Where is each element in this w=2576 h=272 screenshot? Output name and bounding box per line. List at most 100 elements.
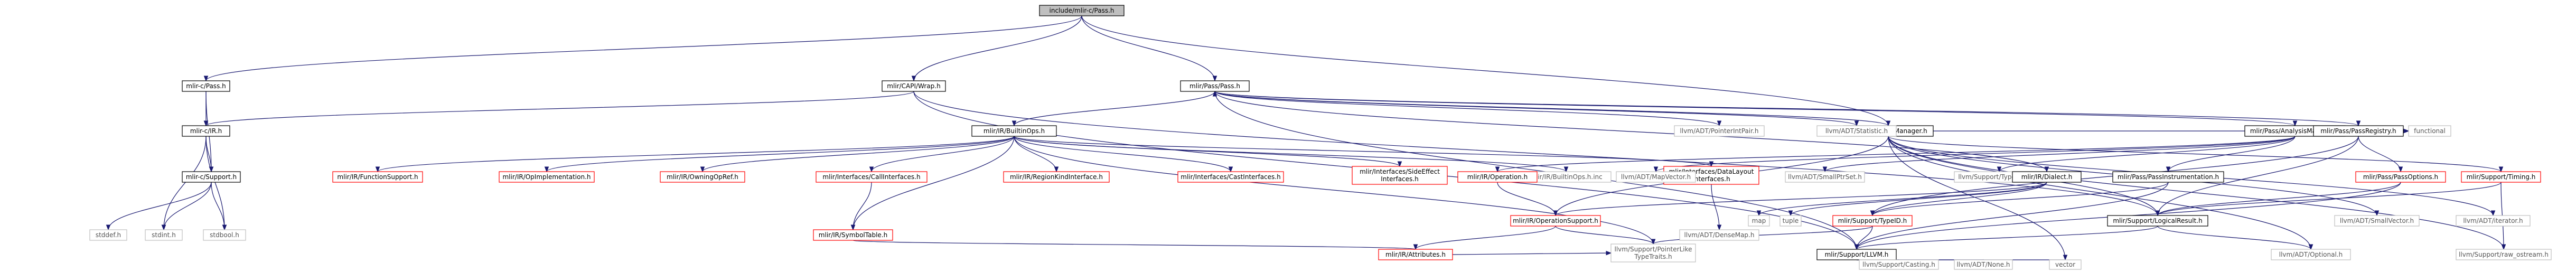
node-box: [1679, 229, 1759, 241]
edge-builtinops-to-castinterfaces: [1014, 136, 1233, 173]
node-c_ir[interactable]: mlir-c/IR.h: [182, 125, 230, 137]
node-stdbool: stdbool.h: [203, 229, 246, 241]
edge-builtinops-to-datalayout: [1014, 136, 1714, 167]
node-timing[interactable]: mlir/Support/Timing.h: [2461, 171, 2541, 183]
node-label: mlir/IR/BuiltinOps.h: [983, 127, 1045, 135]
node-logicalresult[interactable]: mlir/Support/LogicalResult.h: [2107, 215, 2208, 227]
node-capi_wrap[interactable]: mlir/CAPI/Wrap.h: [882, 80, 946, 92]
node-densemap: llvm/ADT/DenseMap.h: [1679, 229, 1759, 241]
node-box: [1457, 171, 1538, 183]
node-root[interactable]: include/mlir-c/Pass.h: [1039, 5, 1125, 16]
edge-typeid-to-ptrlike: [1651, 226, 1873, 245]
node-opimplementation[interactable]: mlir/IR/OpImplementation.h: [499, 171, 595, 183]
edges-layer: [106, 15, 2506, 265]
node-label: mlir/Pass/PassOptions.h: [2363, 173, 2438, 181]
node-box: [182, 171, 241, 183]
node-label: Interfaces.h: [1381, 175, 1418, 183]
node-label: mlir/Support/Timing.h: [2467, 173, 2536, 181]
node-symboltable[interactable]: mlir/IR/SymbolTable.h: [813, 229, 893, 241]
node-box: [2334, 215, 2420, 227]
node-functionsupport[interactable]: mlir/IR/FunctionSupport.h: [332, 171, 423, 183]
node-box: [1616, 171, 1696, 183]
node-label: llvm/ADT/Optional.h: [2279, 251, 2343, 258]
node-pointeriterator: llvm/ADT/PointerIntPair.h: [1674, 125, 1765, 137]
node-box: [1510, 215, 1601, 227]
node-pass_pass[interactable]: mlir/Pass/Pass.h: [1180, 80, 1250, 92]
edge-analysismanager-to-typename: [1997, 136, 2296, 173]
node-regionkind[interactable]: mlir/IR/RegionKindInterface.h: [1003, 171, 1110, 183]
node-box: [1378, 249, 1453, 260]
node-iterator: llvm/ADT/iterator.h: [2456, 215, 2531, 227]
edge-operation-to-opsupport: [1497, 182, 1558, 217]
edge-symboltable-to-attributes: [853, 240, 1418, 250]
node-label: llvm/Support/PointerLike: [1614, 246, 1692, 253]
node-castinterfaces[interactable]: mlir/Interfaces/CastInterfaces.h: [1177, 171, 1284, 183]
nodes-layer: include/mlir-c/Pass.h mlir-c/Pass.h mlir/C…: [89, 5, 2552, 270]
node-builtinops[interactable]: mlir/IR/BuiltinOps.h: [971, 125, 1057, 137]
node-llvm_h[interactable]: mlir/Support/LLVM.h: [1816, 249, 1897, 260]
node-box: [2456, 215, 2531, 227]
edge-analysismanager-to-mapvector: [1653, 136, 2296, 173]
node-label: mlir/Interfaces/CallInterfaces.h: [822, 173, 920, 181]
node-label: mlir/IR/Attributes.h: [1385, 251, 1446, 258]
edge-pass_manager-to-optional: [1888, 136, 2313, 250]
node-dialect[interactable]: mlir/IR/Dialect.h: [2012, 171, 2082, 183]
node-statistic: llvm/ADT/Statistic.h: [1816, 125, 1897, 137]
edge-opsupport-to-attributes: [1413, 226, 1556, 250]
node-passinstrumentation[interactable]: mlir/Pass/PassInstrumentation.h: [2112, 171, 2224, 183]
node-label: map: [1752, 217, 1766, 224]
node-label: functional: [2414, 127, 2446, 135]
node-label: include/mlir-c/Pass.h: [1050, 7, 1114, 14]
node-operation[interactable]: mlir/IR/Operation.h: [1457, 171, 1538, 183]
node-box: [2408, 125, 2451, 137]
node-passregistry[interactable]: mlir/Pass/PassRegistry.h: [2313, 125, 2404, 137]
edge-c_support-to-stdbool: [211, 182, 227, 231]
node-c_pass[interactable]: mlir-c/Pass.h: [182, 80, 230, 92]
node-label: mlir/Support/TypeID.h: [1838, 217, 1907, 224]
node-smallptrset: llvm/ADT/SmallPtrSet.h: [1785, 171, 1865, 183]
node-callinterfaces[interactable]: mlir/Interfaces/CallInterfaces.h: [816, 171, 928, 183]
node-typeid[interactable]: mlir/Support/TypeID.h: [1832, 215, 1913, 227]
node-label: llvm/Support/raw_ostream.h: [2459, 251, 2549, 258]
node-mapvector: llvm/ADT/MapVector.h: [1616, 171, 1696, 183]
node-label: mlir/IR/Operation.h: [1467, 173, 1528, 181]
node-passoptions[interactable]: mlir/Pass/PassOptions.h: [2355, 171, 2446, 183]
edge-builtinops-to-sideeffect: [1014, 136, 1402, 167]
node-label: vector: [2055, 261, 2075, 268]
edge-builtinops-to-opimplementation: [544, 136, 1015, 173]
node-vector: vector: [2049, 259, 2082, 270]
node-label: mlir/Pass/Pass.h: [1189, 82, 1240, 90]
edge-opsupport-to-ptrlike: [1555, 226, 1656, 245]
node-label: mlir/IR/RegionKindInterface.h: [1010, 173, 1103, 181]
node-label: mlir-c/IR.h: [190, 127, 222, 135]
node-label: mlir/Support/LogicalResult.h: [2113, 217, 2202, 224]
node-box: [182, 80, 230, 92]
edge-passoptions-to-logicalresult: [2155, 182, 2401, 217]
node-c_support[interactable]: mlir-c/Support.h: [182, 171, 241, 183]
node-opsupport[interactable]: mlir/IR/OperationSupport.h: [1510, 215, 1601, 227]
edge-passregistry-to-passoptions: [2358, 136, 2403, 173]
node-label: stddef.h: [96, 231, 121, 239]
node-box: [1816, 249, 1897, 260]
edge-logicalresult-to-optional: [2157, 226, 2313, 250]
edge-pass_manager-to-pass_pass: [1212, 90, 1889, 126]
node-label: llvm/Support/Casting.h: [1862, 261, 1935, 268]
node-box: [813, 229, 893, 241]
node-stddef: stddef.h: [89, 229, 127, 241]
edge-root-to-c_pass: [203, 15, 1082, 82]
edge-pass_manager-to-raw_ostream: [1888, 136, 2506, 250]
node-label: mlir/Pass/PassInstrumentation.h: [2118, 173, 2219, 181]
node-box: [1954, 259, 2013, 270]
node-box: [182, 125, 230, 137]
edge-pass_pass-to-builtinops: [1011, 91, 1215, 127]
node-box: [2107, 215, 2208, 227]
node-label: llvm/ADT/None.h: [1956, 261, 2010, 268]
node-label: mlir/CAPI/Wrap.h: [887, 82, 940, 90]
node-owningopref[interactable]: mlir/IR/OwningOpRef.h: [660, 171, 745, 183]
node-attributes[interactable]: mlir/IR/Attributes.h: [1378, 249, 1453, 260]
node-casting: llvm/Support/Casting.h: [1859, 259, 1939, 270]
node-box: [1039, 5, 1125, 16]
